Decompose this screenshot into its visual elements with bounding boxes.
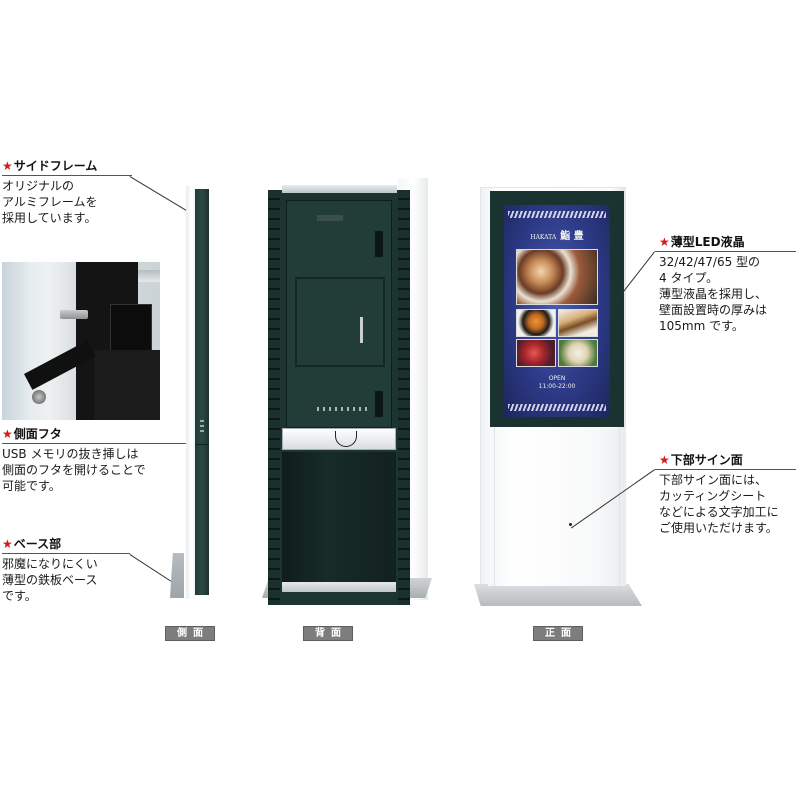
sushi-image bbox=[558, 309, 598, 337]
display-rear-panel bbox=[286, 200, 392, 428]
lower-sign-panel bbox=[488, 428, 626, 586]
rail bbox=[138, 270, 160, 282]
sushi-image bbox=[516, 339, 556, 367]
side-lid-seam bbox=[195, 444, 209, 445]
top-crossbar bbox=[282, 185, 397, 193]
rack-rail-right bbox=[398, 190, 410, 605]
view-label-side: 側面 bbox=[165, 626, 215, 641]
callout-side-frame: ★サイドフレーム オリジナルの アルミフレームを 採用しています。 bbox=[2, 158, 132, 226]
callout-title: ★側面フタ bbox=[2, 427, 62, 441]
callout-title: ★ベース部 bbox=[2, 537, 62, 551]
callout-body: オリジナルの アルミフレームを 採用しています。 bbox=[2, 179, 98, 225]
cable-tray bbox=[282, 428, 396, 450]
lid-panel bbox=[94, 350, 160, 420]
vent bbox=[375, 231, 383, 257]
model-label bbox=[317, 215, 343, 221]
callout-title: ★下部サイン面 bbox=[659, 453, 743, 467]
view-label-front: 正面 bbox=[533, 626, 583, 641]
callout-side-lid: ★側面フタ USB メモリの抜き挿しは 側面のフタを開けることで 可能です。 bbox=[2, 426, 198, 494]
sushi-image bbox=[558, 339, 598, 367]
callout-led-display: ★薄型LED液晶 32/42/47/65 型の 4 タイプ。 薄型液晶を採用し、… bbox=[655, 234, 796, 334]
side-view-aluminum-frame bbox=[195, 189, 209, 595]
star-icon: ★ bbox=[659, 453, 670, 467]
screen-caption: OPEN bbox=[548, 375, 566, 382]
star-icon: ★ bbox=[659, 235, 670, 249]
callout-underline bbox=[2, 175, 132, 176]
front-view-base-plate bbox=[474, 584, 642, 606]
side-view-white-panel bbox=[186, 186, 195, 599]
callout-body: USB メモリの抜き挿しは 側面のフタを開けることで 可能です。 bbox=[2, 447, 146, 493]
side-lid-detail-photo bbox=[2, 262, 160, 420]
callout-underline bbox=[655, 469, 796, 470]
vent bbox=[375, 391, 383, 417]
callout-body: 下部サイン面には、 カッティングシート などによる文字加工に ご使用いただけます… bbox=[659, 473, 779, 535]
star-icon: ★ bbox=[2, 537, 13, 551]
sushi-platter-image bbox=[516, 249, 598, 305]
connector-slot bbox=[360, 317, 363, 343]
side-view-base-plate bbox=[170, 553, 184, 598]
star-icon: ★ bbox=[2, 427, 13, 441]
leader-line-side-frame bbox=[129, 176, 187, 211]
vesa-mount-plate bbox=[295, 277, 385, 367]
leader-dot bbox=[569, 523, 572, 526]
back-view-frame bbox=[268, 190, 410, 605]
screen-caption: 11:00-22:00 bbox=[538, 383, 576, 390]
view-label-back: 背面 bbox=[303, 626, 353, 641]
decorative-border bbox=[508, 211, 606, 218]
callout-body: 邪魔になりにくい 薄型の鉄板ベース です。 bbox=[2, 557, 98, 603]
key-icon bbox=[60, 310, 88, 319]
decorative-border bbox=[508, 404, 606, 411]
leader-line-base bbox=[129, 554, 174, 584]
lower-cabinet bbox=[282, 452, 396, 582]
io-ports bbox=[317, 407, 367, 411]
callout-base: ★ベース部 邪魔になりにくい 薄型の鉄板ベース です。 bbox=[2, 536, 130, 604]
callout-underline bbox=[2, 443, 198, 444]
cable-icon bbox=[335, 431, 357, 447]
screw-icon bbox=[32, 390, 46, 404]
callout-underline bbox=[655, 251, 796, 252]
sushi-image bbox=[516, 309, 556, 337]
callout-body: 32/42/47/65 型の 4 タイプ。 薄型液晶を採用し、 壁面設置時の厚み… bbox=[659, 255, 768, 333]
rack-rail-left bbox=[268, 190, 280, 605]
callout-title: ★サイドフレーム bbox=[2, 159, 98, 173]
usb-port-icon bbox=[198, 417, 206, 443]
kick-plate bbox=[282, 582, 396, 592]
callout-lower-sign: ★下部サイン面 下部サイン面には、 カッティングシート などによる文字加工に ご… bbox=[655, 452, 796, 536]
star-icon: ★ bbox=[2, 159, 13, 173]
callout-underline bbox=[2, 553, 130, 554]
callout-title: ★薄型LED液晶 bbox=[659, 235, 745, 249]
